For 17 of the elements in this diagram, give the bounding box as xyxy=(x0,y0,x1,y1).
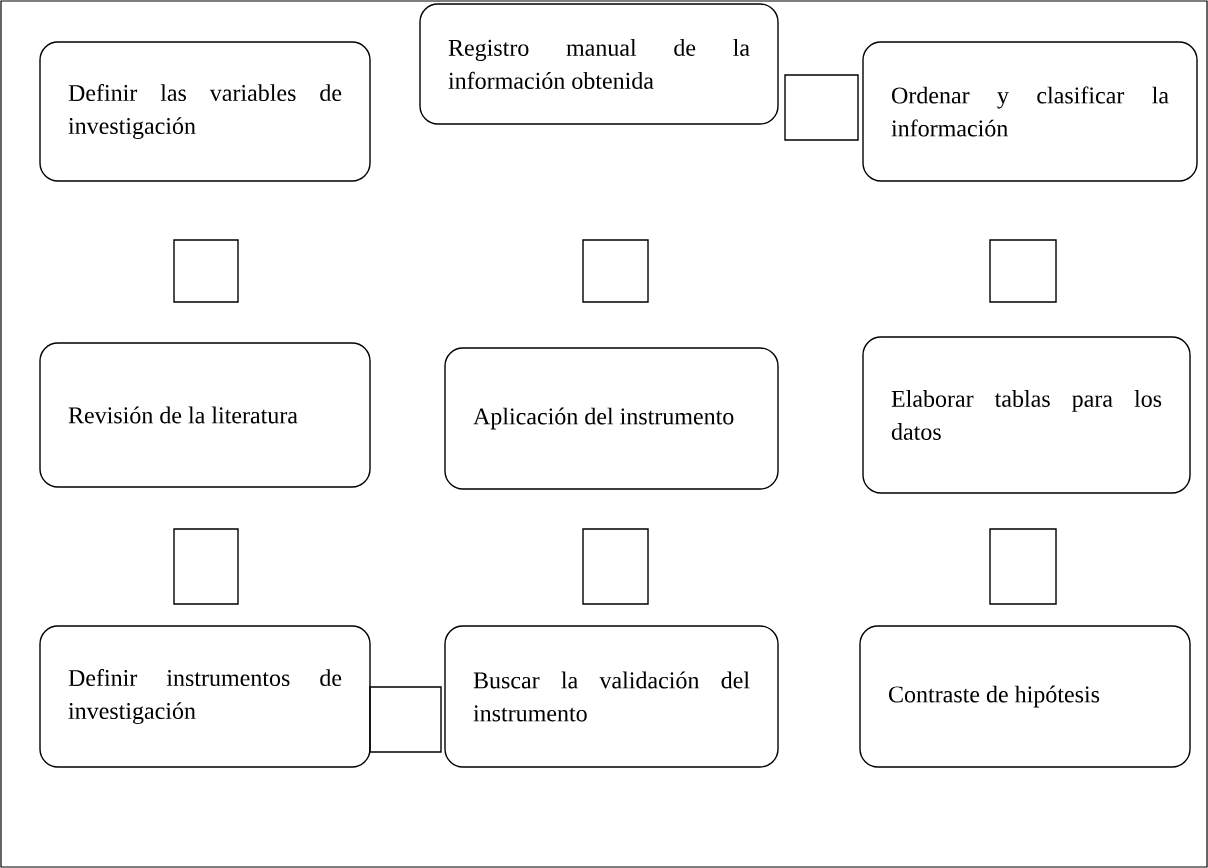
empty-square xyxy=(582,528,649,605)
empty-square xyxy=(989,528,1057,605)
empty-square xyxy=(784,74,859,141)
process-box: Ordenar y clasificar la información xyxy=(862,41,1198,182)
empty-square xyxy=(369,686,442,753)
process-box: Registro manual de la información obtenida xyxy=(419,3,779,125)
empty-square xyxy=(989,239,1057,303)
process-box: Revisión de la literatura xyxy=(39,342,371,488)
process-box: Definir instrumentos de investigación xyxy=(39,625,371,768)
process-box: Contraste de hipótesis xyxy=(859,625,1191,768)
process-box: Definir las variables de investigación xyxy=(39,41,371,182)
process-box: Elaborar tablas para los datos xyxy=(862,336,1191,494)
empty-square xyxy=(173,528,239,605)
empty-square xyxy=(173,239,239,303)
process-box: Aplicación del instrumento xyxy=(444,347,779,490)
empty-square xyxy=(582,239,649,303)
process-box: Buscar la validación del instrumento xyxy=(444,625,779,768)
